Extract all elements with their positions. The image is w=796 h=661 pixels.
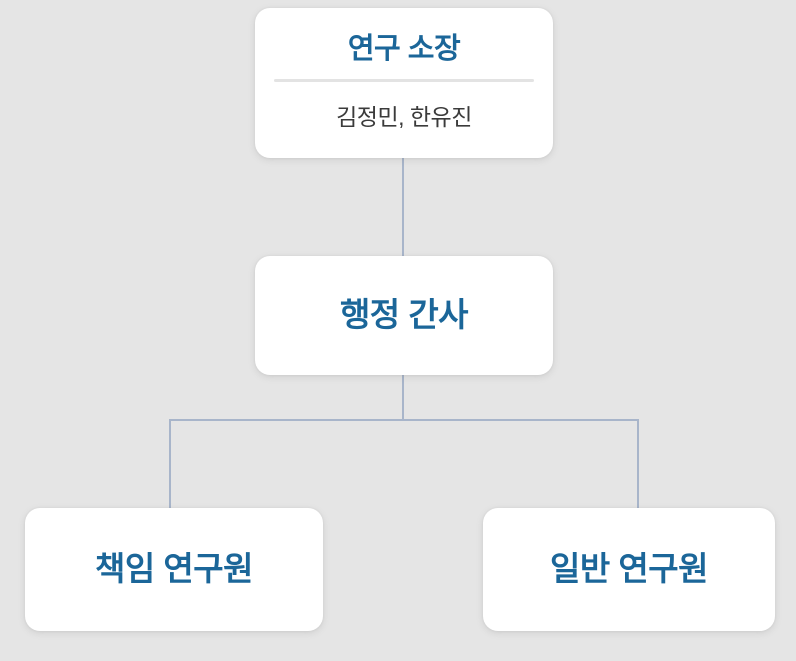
connector-horizontal-bus	[169, 419, 639, 421]
general-researcher-title: 일반 연구원	[550, 550, 708, 588]
node-senior-researcher[interactable]: 책임 연구원	[25, 508, 323, 631]
connector-to-senior-researcher	[169, 419, 171, 511]
connector-to-general-researcher	[637, 419, 639, 511]
secretary-title: 행정 간사	[339, 296, 469, 334]
connector-director-to-secretary	[402, 158, 404, 258]
senior-researcher-title: 책임 연구원	[95, 550, 253, 588]
director-title: 연구 소장	[347, 33, 461, 65]
node-general-researcher[interactable]: 일반 연구원	[483, 508, 775, 631]
connector-secretary-stem	[402, 375, 404, 420]
node-director[interactable]: 연구 소장 김정민, 한유진	[255, 8, 553, 158]
director-divider	[274, 78, 534, 82]
director-members: 김정민, 한유진	[336, 103, 472, 130]
node-secretary[interactable]: 행정 간사	[255, 256, 553, 375]
